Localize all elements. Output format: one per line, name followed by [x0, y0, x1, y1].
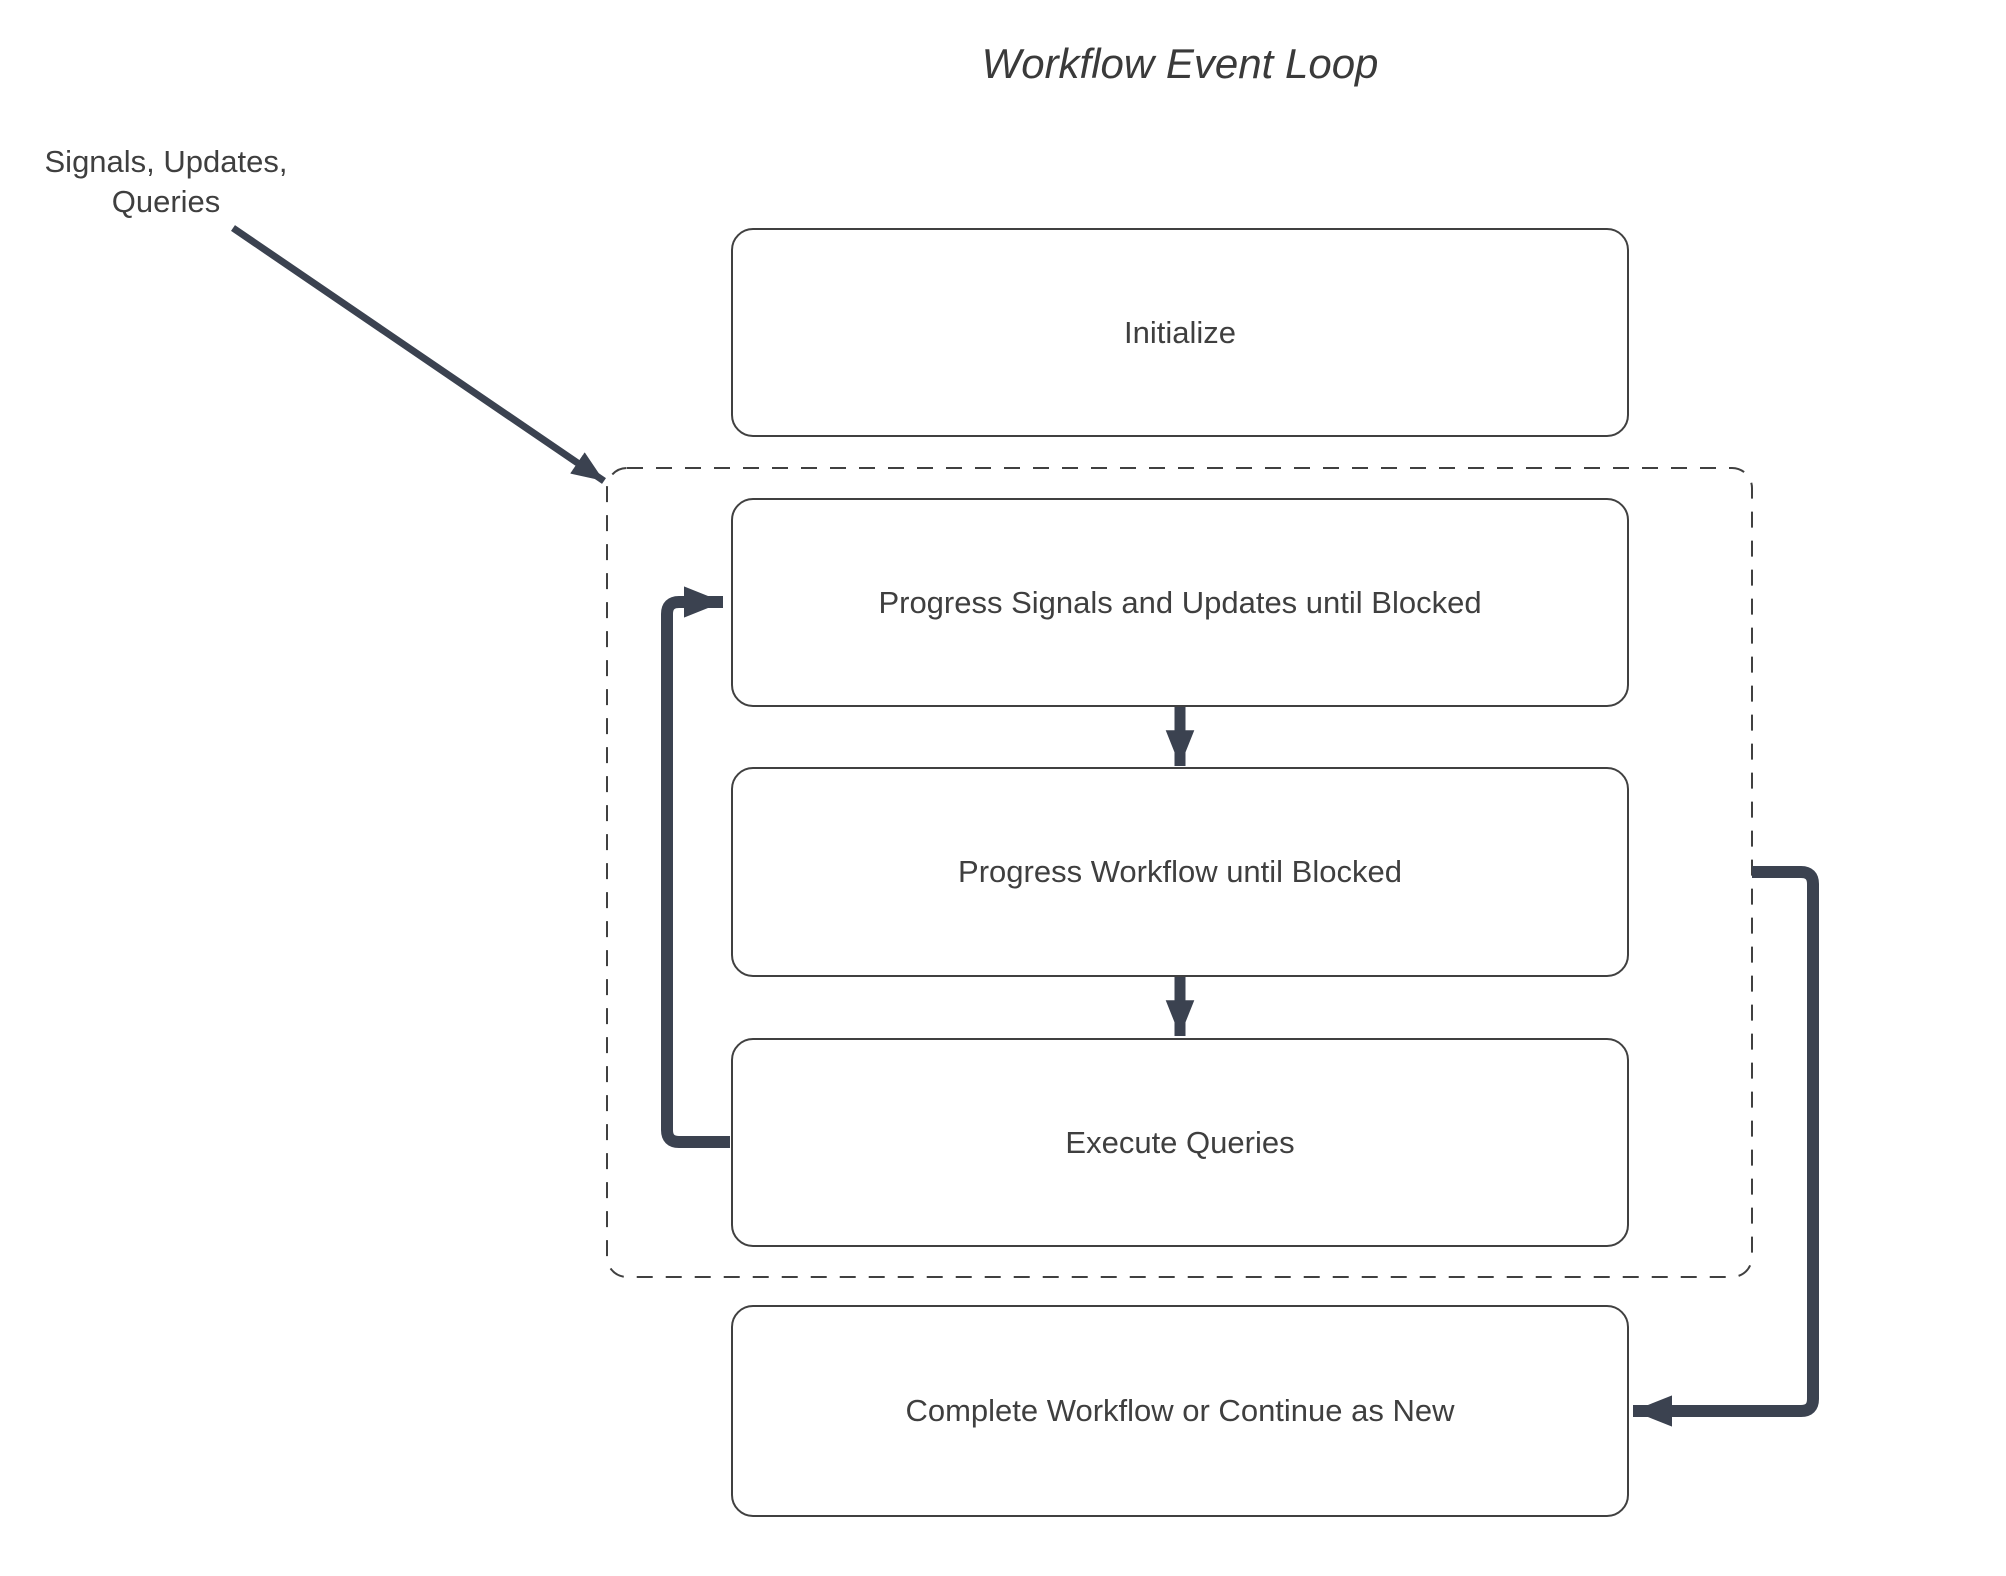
node-progress-signals-and-updates: Progress Signals and Updates until Block…: [731, 498, 1629, 707]
node-progress-workflow: Progress Workflow until Blocked: [731, 767, 1629, 977]
annotation-line-1: Signals, Updates,: [44, 144, 288, 179]
arrow-loop-to-complete: [1633, 866, 1819, 1427]
node-complete-workflow: Complete Workflow or Continue as New: [731, 1305, 1629, 1517]
node-execute-queries: Execute Queries: [731, 1038, 1629, 1247]
node-initialize: Initialize: [731, 228, 1629, 437]
arrow-signals-to-loop: [231, 225, 606, 484]
annotation-line-2: Queries: [111, 184, 221, 219]
arrow-execute-queries-loopback: [661, 586, 730, 1148]
page-title: Workflow Event Loop: [981, 40, 1379, 87]
signals-updates-queries-annotation: Signals, Updates, Queries: [21, 142, 311, 222]
